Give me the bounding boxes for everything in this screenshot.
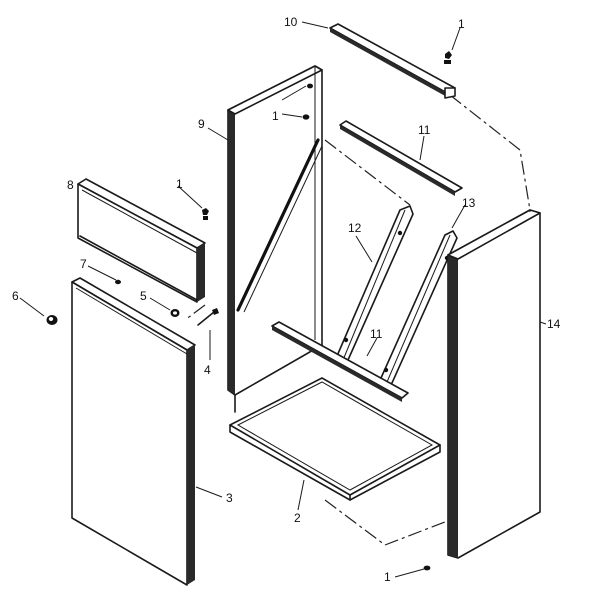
callout-labels: 10 1 1 9 11 8 1 13 12 7 5 6 4 11 14 3 2 … bbox=[12, 15, 561, 584]
screw-icon bbox=[444, 51, 452, 64]
callout-9: 9 bbox=[198, 117, 205, 131]
callout-4: 4 bbox=[204, 363, 211, 377]
part-3-front-door-panel bbox=[71, 277, 196, 586]
part-11-lower-rail bbox=[271, 321, 409, 402]
screw-icon bbox=[307, 83, 313, 89]
part-14-right-panel bbox=[447, 209, 541, 559]
callout-10: 10 bbox=[284, 15, 298, 29]
part-2-base-tray bbox=[229, 377, 441, 501]
callout-1: 1 bbox=[176, 177, 183, 191]
assembly-guide-lines bbox=[184, 94, 531, 546]
callout-8: 8 bbox=[67, 178, 74, 192]
part-8-upper-front-panel bbox=[77, 178, 206, 303]
callout-11: 11 bbox=[370, 327, 383, 341]
part-4-pin bbox=[197, 308, 219, 326]
callout-14: 14 bbox=[547, 317, 561, 331]
callout-7: 7 bbox=[80, 257, 87, 271]
callout-3: 3 bbox=[226, 491, 233, 505]
screw-icon bbox=[423, 565, 431, 571]
callout-1: 1 bbox=[458, 17, 465, 31]
part-9-back-panel bbox=[227, 65, 323, 413]
part-5-clip bbox=[170, 309, 180, 317]
part-7-screw bbox=[115, 279, 121, 285]
screw-icon bbox=[302, 114, 310, 120]
screw-icon bbox=[202, 208, 209, 220]
callout-2: 2 bbox=[294, 511, 301, 525]
leader-lines bbox=[19, 21, 547, 578]
hardware bbox=[46, 51, 452, 571]
callout-12: 12 bbox=[348, 221, 362, 235]
callout-13: 13 bbox=[462, 196, 476, 210]
callout-5: 5 bbox=[140, 289, 147, 303]
callout-11: 11 bbox=[418, 123, 431, 137]
part-6-bumper bbox=[46, 315, 58, 325]
callout-6: 6 bbox=[12, 289, 19, 303]
part-10-top-rail bbox=[329, 23, 456, 99]
callout-1: 1 bbox=[272, 109, 279, 123]
part-11-upper-rail bbox=[339, 120, 463, 196]
callout-1: 1 bbox=[384, 570, 391, 584]
